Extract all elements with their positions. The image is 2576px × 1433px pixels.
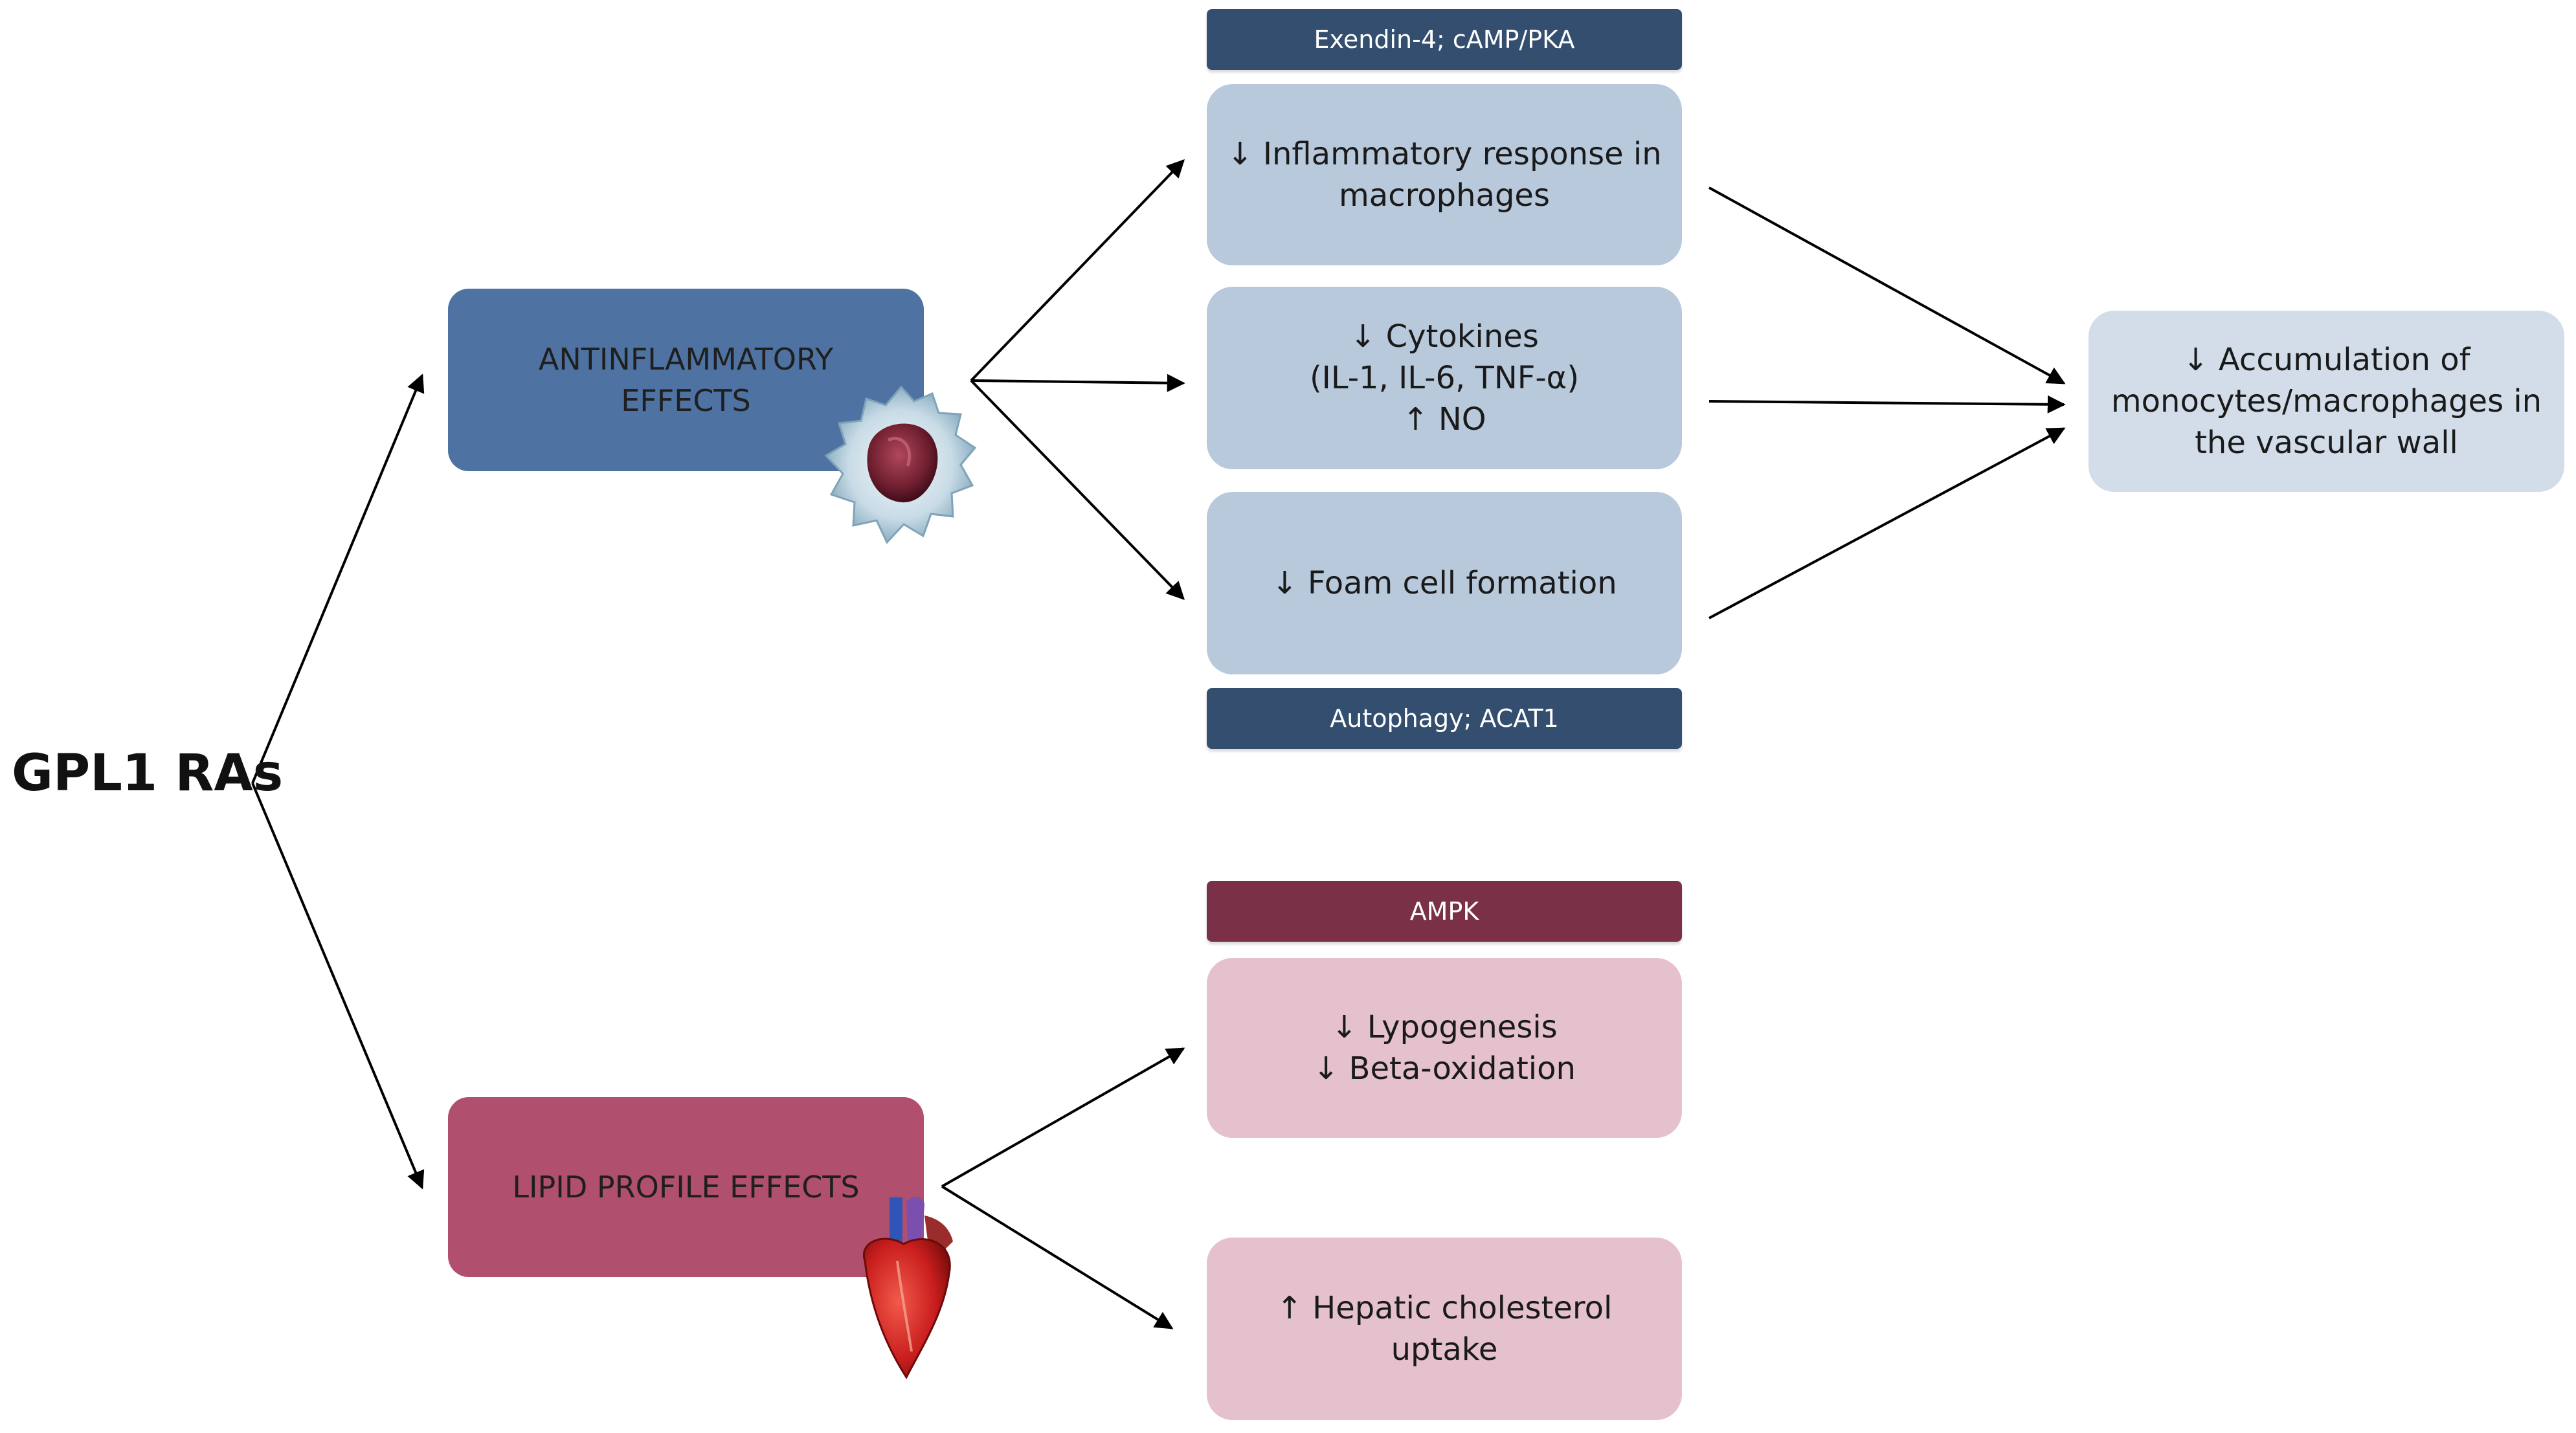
cytokines-line-2: (IL-1, IL-6, TNF-α) — [1309, 360, 1580, 396]
arrow-foam-to-accumulation — [1708, 427, 2066, 619]
cytokines-box: ↓ Cytokines (IL-1, IL-6, TNF-α) ↑ NO — [1207, 287, 1682, 469]
diagram-title: GPL1 RAs — [12, 744, 284, 803]
arrow-gpl1-to-antiinflammatory — [251, 373, 425, 784]
foam-cell-formation-box: ↓ Foam cell formation — [1207, 492, 1682, 674]
arrow-anti-to-cytokines — [970, 373, 1185, 392]
accumulation-line-1: ↓ Accumulation of — [2182, 342, 2470, 378]
arrow-anti-to-inflammatory-response — [970, 159, 1185, 382]
lipogenesis-box: ↓ Lypogenesis ↓ Beta-oxidation — [1207, 958, 1682, 1138]
ampk-tag: AMPK — [1207, 881, 1682, 942]
exendin-camp-pka-tag: Exendin-4; cAMP/PKA — [1207, 9, 1682, 70]
accumulation-line-2: monocytes/macrophages in — [2111, 383, 2542, 419]
arrow-lipid-to-lipogenesis — [941, 1047, 1185, 1188]
cytokines-line-1: ↓ Cytokines — [1350, 318, 1539, 355]
lipogenesis-line-1: ↓ Lypogenesis — [1331, 1009, 1558, 1045]
antiinflammatory-label-line-1: ANTINFLAMMATORY — [538, 342, 834, 377]
accumulation-line-3: the vascular wall — [2195, 425, 2458, 461]
macrophage-cell-icon — [824, 385, 977, 544]
arrow-cytokines-to-accumulation — [1708, 395, 2066, 414]
lipid-profile-effects-box: LIPID PROFILE EFFECTS — [448, 1097, 924, 1277]
hepatic-cholesterol-box: ↑ Hepatic cholesterol uptake — [1207, 1238, 1682, 1420]
heart-icon — [862, 1197, 953, 1379]
inflammatory-response-box: ↓ Inflammatory response in macrophages — [1207, 84, 1682, 265]
arrow-inflammatory-to-accumulation — [1708, 186, 2066, 384]
autophagy-acat1-tag: Autophagy; ACAT1 — [1207, 688, 1682, 749]
inflammatory-response-line-2: macrophages — [1339, 177, 1550, 214]
accumulation-monocytes-box: ↓ Accumulation of monocytes/macrophages … — [2089, 311, 2564, 492]
lipid-profile-label: LIPID PROFILE EFFECTS — [512, 1170, 860, 1205]
inflammatory-response-line-1: ↓ Inflammatory response in — [1227, 136, 1662, 172]
arrow-anti-to-foam-cell — [970, 379, 1185, 601]
cytokines-line-3: ↑ NO — [1402, 401, 1486, 438]
foam-cell-formation-label: ↓ Foam cell formation — [1271, 565, 1617, 601]
arrow-gpl1-to-lipid — [251, 783, 425, 1190]
lipogenesis-line-2: ↓ Beta-oxidation — [1313, 1050, 1576, 1087]
hepatic-cholesterol-line-1: ↑ Hepatic cholesterol — [1276, 1290, 1613, 1326]
arrow-lipid-to-hepatic — [941, 1185, 1174, 1329]
antiinflammatory-label-line-2: EFFECTS — [621, 383, 751, 418]
hepatic-cholesterol-line-2: uptake — [1391, 1331, 1498, 1368]
